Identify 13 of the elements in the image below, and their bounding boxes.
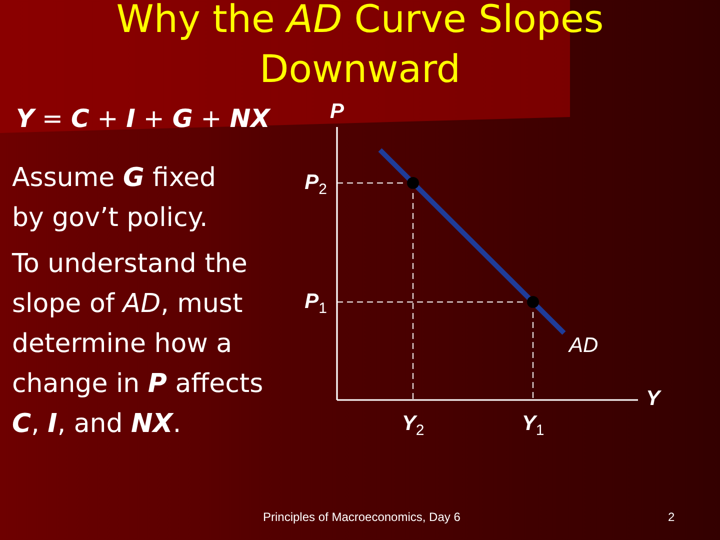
- axis-value-label: Y$_{1}$: [522, 412, 544, 441]
- axis-value-label: P$_{2}$: [304, 171, 327, 200]
- body-text: Assume G fixed by gov’t policy.: [12, 162, 218, 235]
- curve-label: AD: [569, 334, 598, 358]
- page-number: 2: [668, 509, 675, 526]
- equation: Y = C + I + G + NX: [16, 103, 270, 135]
- axis-label: Y: [646, 387, 660, 411]
- axis-value-label: P$_{1}$: [304, 290, 327, 319]
- axis-label: P: [330, 100, 344, 124]
- body-text: To understand the slope of AD, must determine how a change in P affects C, I, and NX.: [12, 248, 264, 441]
- footer-text: Principles of Macroeconomics, Day 6: [263, 509, 460, 526]
- slide-title: Why the AD Curve Slopes Downward: [115, 0, 605, 93]
- axis-value-label: Y$_{2}$: [402, 412, 424, 441]
